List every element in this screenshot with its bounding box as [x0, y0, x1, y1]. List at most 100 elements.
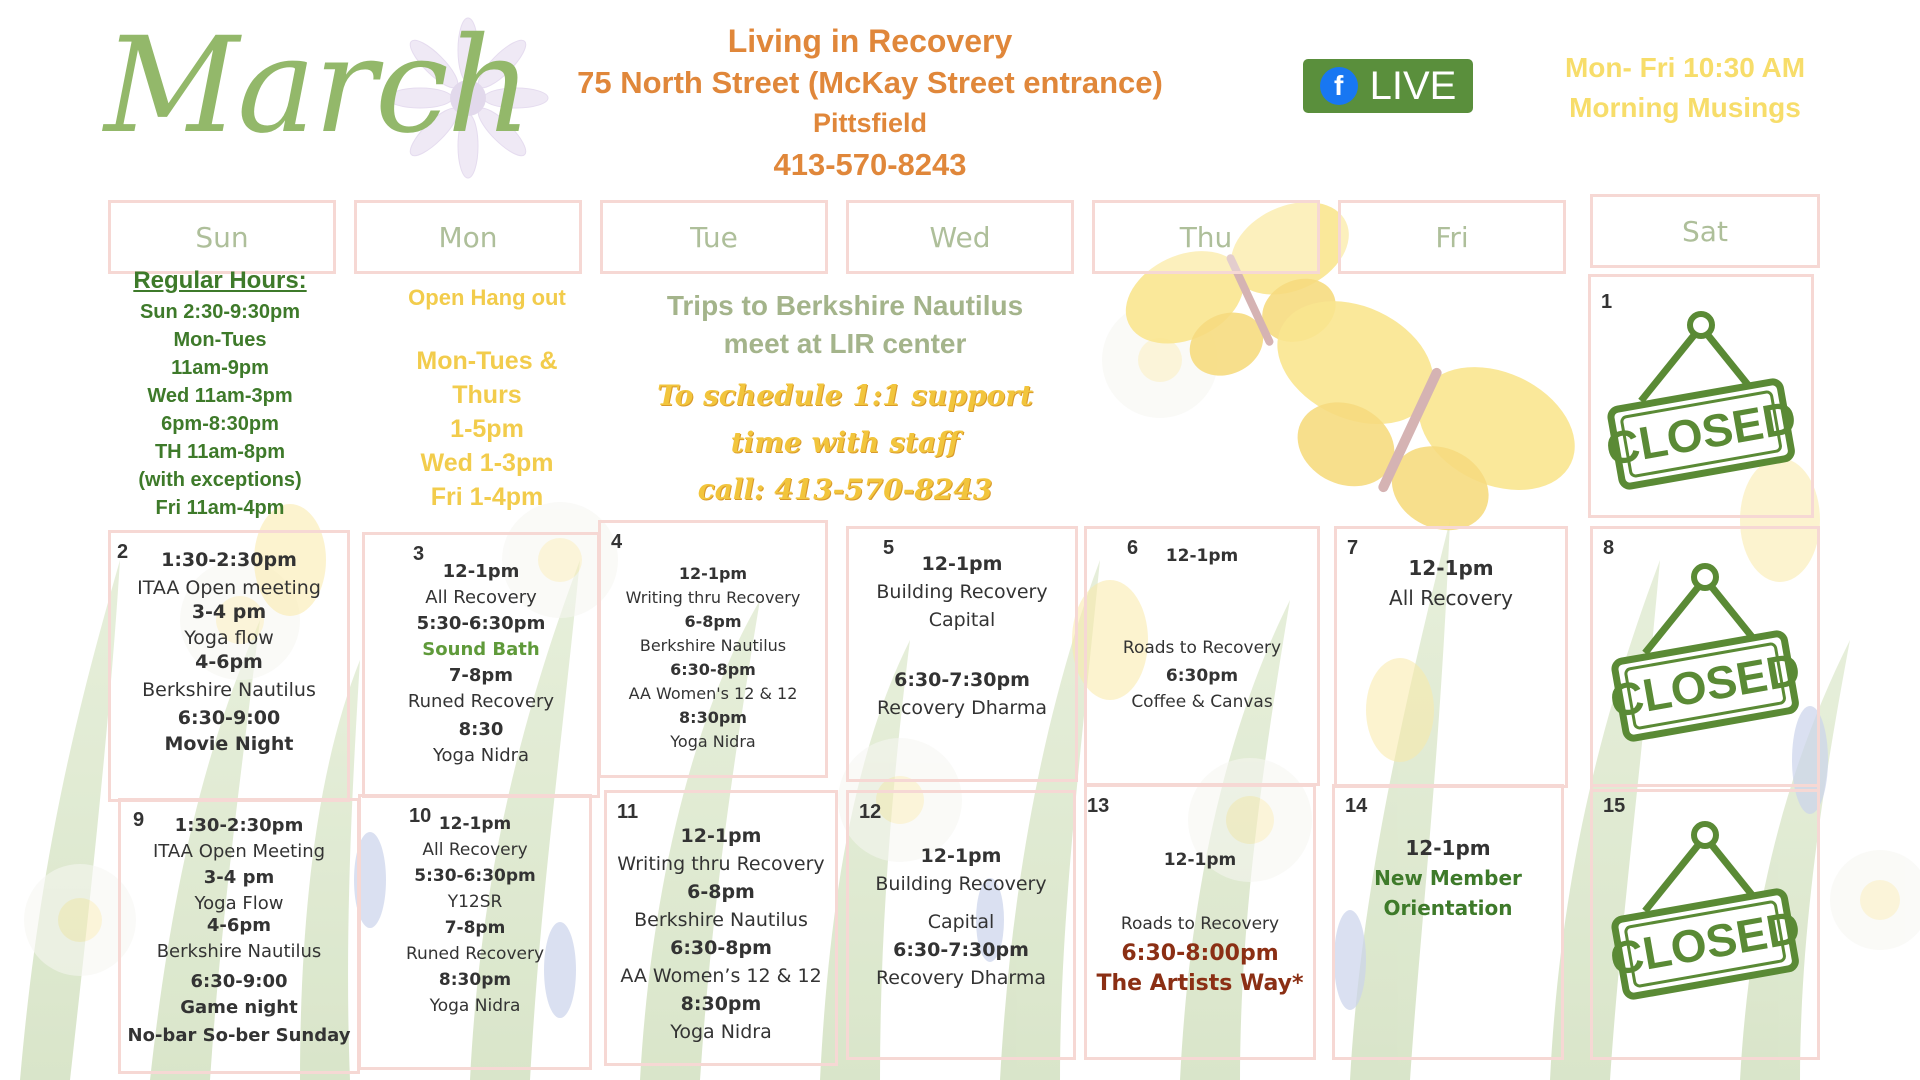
weekday-header-tue: Tue — [600, 200, 828, 274]
event-line: 12-1pm — [1163, 850, 1237, 870]
open-hangout: Open Hang out Mon-Tues & Thurs 1-5pm Wed… — [368, 282, 606, 514]
event-line: 4-6pm — [206, 915, 272, 936]
event-line: 6:30-8:00pm — [1121, 941, 1279, 966]
hours-line: Fri 11am-4pm — [155, 497, 285, 519]
facebook-live-badge[interactable]: f LIVE — [1303, 59, 1473, 113]
event-line: 8:30pm — [679, 708, 747, 727]
event-line: All Recovery — [425, 587, 537, 608]
event-line: 6:30-8pm — [670, 660, 756, 679]
weekday-header-sat: Sat — [1590, 194, 1820, 268]
event-line: 6:30-9:00 — [177, 707, 281, 729]
day-number: 8 — [1603, 537, 1615, 559]
day-number: 7 — [1347, 537, 1359, 559]
event-line: Recovery Dharma — [875, 967, 1047, 989]
event-line: Yoga Flow — [194, 893, 284, 914]
day-number: 6 — [1127, 537, 1139, 559]
day-number: 5 — [883, 537, 895, 559]
event-line: 6:30-9:00 — [190, 971, 288, 992]
event-line: Runed Recovery — [405, 944, 545, 964]
event-line: Capital — [928, 609, 996, 631]
org-name: Living in Recovery — [727, 23, 1013, 59]
day-number: 4 — [611, 531, 623, 553]
month-title: March — [104, 9, 532, 163]
event-line: 7-8pm — [444, 918, 506, 938]
hours-line: Mon-Tues — [173, 329, 267, 351]
event-line: ITAA Open Meeting — [152, 841, 326, 862]
event-line: 5:30-6:30pm — [414, 866, 536, 886]
hours-line: 11am-9pm — [171, 357, 269, 379]
weekday-header-wed: Wed — [846, 200, 1074, 274]
morning-musings: Mon- Fri 10:30 AM Morning Musings — [1530, 48, 1840, 128]
event-line: 1:30-2:30pm — [161, 549, 297, 571]
day-number: 10 — [409, 805, 432, 827]
event-line: 7-8pm — [448, 665, 514, 686]
event-line: Game night — [180, 997, 298, 1018]
weekday-header-mon: Mon — [354, 200, 582, 274]
weekday-header-sun: Sun — [108, 200, 336, 274]
event-line: Sound Bath — [422, 639, 540, 660]
event-line: 3-4 pm — [191, 601, 267, 623]
event-line: Writing thru Recovery — [625, 588, 801, 607]
hours-line: Sun 2:30-9:30pm — [139, 301, 301, 323]
support-line: call: 413-570-8243 — [697, 473, 993, 506]
day-number: 11 — [617, 801, 639, 823]
org-info: Living in Recovery 75 North Street (McKa… — [560, 20, 1180, 188]
event-line: Yoga Nidra — [670, 1021, 772, 1043]
closed-sign-icon: CLOSED — [1606, 563, 1804, 742]
event-line: AA Women’s 12 & 12 — [620, 965, 822, 987]
trips-line: meet at LIR center — [723, 328, 967, 359]
event-line: 6-8pm — [687, 881, 755, 903]
hours-line: 6pm-8:30pm — [161, 413, 279, 435]
event-line: 6:30-7:30pm — [893, 939, 1029, 961]
event-line: 12-1pm — [921, 553, 1003, 575]
support-line: time with staff — [730, 426, 960, 459]
hangout-title: Open Hang out — [408, 285, 566, 310]
day-number: 1 — [1601, 291, 1613, 313]
event-line: 8:30 — [458, 719, 504, 740]
hangout-line: Mon-Tues & — [416, 347, 558, 375]
event-line: No-bar So-ber Sunday — [127, 1025, 351, 1046]
event-line: Yoga Nidra — [429, 996, 521, 1016]
support-scheduling-note: To schedule 1:1 support time with staff … — [600, 372, 1090, 513]
event-line: 1:30-2:30pm — [174, 815, 304, 836]
event-line: Berkshire Nautilus — [156, 941, 322, 962]
event-line: 4-6pm — [195, 651, 263, 673]
event-line: Recovery Dharma — [876, 697, 1048, 719]
weekday-header-thu: Thu — [1092, 200, 1320, 274]
event-line: 6:30-7:30pm — [894, 669, 1030, 691]
event-line: Berkshire Nautilus — [639, 636, 787, 655]
day-number: 3 — [413, 543, 425, 565]
hangout-line: Fri 1-4pm — [430, 483, 544, 511]
event-line: All Recovery — [422, 840, 528, 860]
event-line: Berkshire Nautilus — [142, 679, 316, 701]
event-line: 5:30-6:30pm — [416, 613, 546, 634]
event-line: Yoga flow — [184, 627, 274, 649]
event-line: 8:30pm — [680, 993, 762, 1015]
support-line: To schedule 1:1 support — [657, 379, 1033, 412]
org-address: 75 North Street (McKay Street entrance) — [577, 65, 1163, 100]
day-number: 15 — [1603, 795, 1626, 817]
regular-hours: Regular Hours: Sun 2:30-9:30pm Mon-Tues … — [112, 264, 328, 522]
hours-line: (with exceptions) — [138, 469, 302, 491]
closed-sign: CLOSED — [1593, 555, 1817, 745]
hours-line: TH 11am-8pm — [154, 441, 286, 463]
